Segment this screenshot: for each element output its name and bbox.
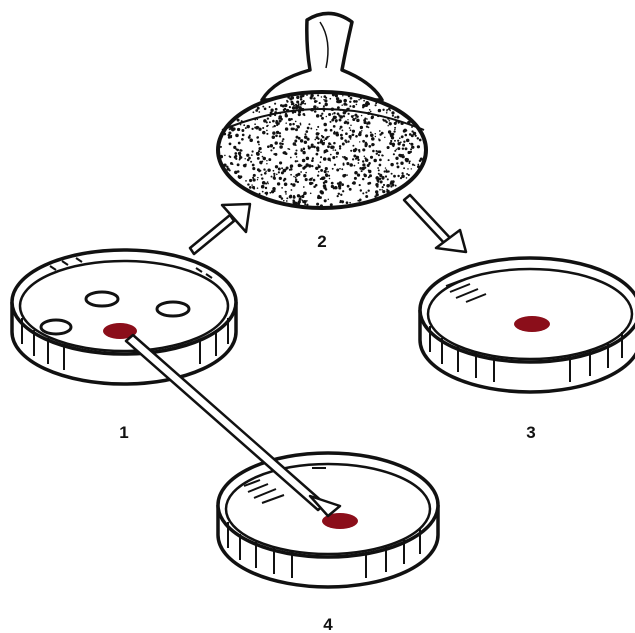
- petri-dish-4: [216, 451, 440, 589]
- label-stamp-2: 2: [317, 232, 326, 251]
- arrow-plate1-to-stamp: [188, 202, 252, 256]
- plate-1-colonies: [39, 290, 191, 336]
- stamp-velvet-surface: [216, 90, 428, 210]
- colony: [84, 290, 120, 308]
- label-plate-1: 1: [119, 423, 128, 442]
- petri-dish-3: [418, 256, 635, 394]
- velvet-stamp: [216, 11, 428, 210]
- label-plate-3: 3: [526, 423, 535, 442]
- colony: [155, 300, 191, 318]
- transferred-colony: [322, 513, 358, 529]
- stamp-handle: [260, 11, 384, 102]
- arrow-stamp-to-plate3: [402, 193, 468, 254]
- arrow-plate1-to-plate4: [124, 333, 342, 518]
- petri-dish-1: [10, 248, 238, 386]
- colony: [39, 318, 73, 336]
- label-plate-4: 4: [323, 615, 333, 633]
- replica-colony: [514, 316, 550, 332]
- selected-colony: [103, 323, 137, 339]
